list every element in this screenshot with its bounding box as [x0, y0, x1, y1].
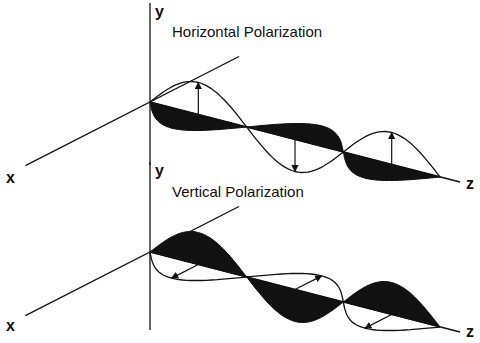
y-axis: [149, 162, 150, 330]
field-wave: [150, 82, 440, 178]
horizontal-wave: [25, 3, 460, 182]
field-arrow: [295, 276, 322, 290]
field-wave: [150, 252, 440, 331]
axis-label: x: [6, 170, 15, 186]
field-arrow: [391, 133, 392, 165]
panel-title: Horizontal Polarization: [172, 24, 322, 39]
axis-label: x: [6, 318, 15, 334]
axis-label: y: [155, 163, 164, 179]
axis-label: z: [466, 324, 474, 340]
filled-wave: [150, 232, 440, 328]
x-axis: [25, 57, 239, 166]
field-arrow: [172, 265, 199, 279]
y-axis: [149, 3, 150, 165]
axis-label: y: [155, 4, 164, 20]
field-arrow: [294, 140, 295, 172]
z-axis: [150, 102, 460, 182]
vertical-wave: [25, 162, 460, 332]
field-arrow: [198, 83, 199, 115]
field-arrow: [365, 315, 392, 329]
filled-wave: [150, 102, 440, 181]
axis-label: z: [466, 176, 474, 192]
panel-title: Vertical Polarization: [172, 184, 304, 199]
